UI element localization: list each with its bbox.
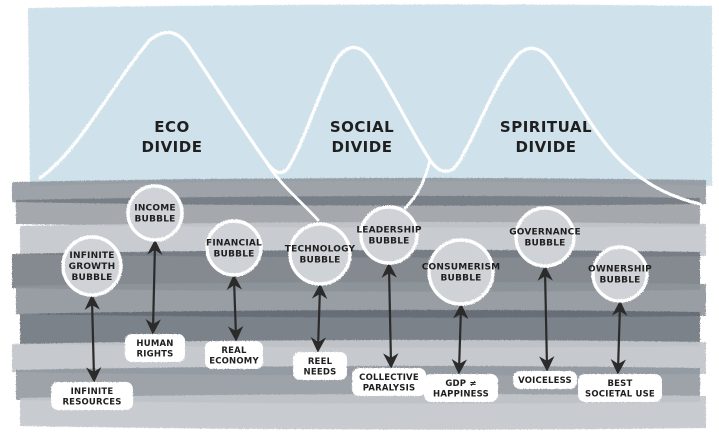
bubble-label-line: LEADERSHIP: [356, 226, 422, 236]
bubble-label-line: GOVERNANCE: [509, 228, 581, 238]
outcome-note: [205, 341, 263, 369]
outcome-label-line: SOCIETAL USE: [585, 389, 655, 399]
bubble-circle: [205, 219, 263, 277]
bubble-circle: [288, 222, 352, 286]
bubble-label-line: BUBBLE: [214, 250, 255, 260]
bubble-circle: [61, 235, 123, 297]
double-arrow: [226, 274, 244, 342]
outcome-label-line: COLLECTIVE: [359, 373, 419, 383]
double-arrow: [610, 300, 628, 375]
double-arrow: [145, 239, 163, 335]
bubble-group: INFINITEGROWTHBUBBLEINFINITERESOURCESINC…: [51, 184, 662, 410]
double-arrow: [84, 294, 102, 383]
bubble-label-line: INFINITE: [69, 251, 114, 261]
divide-label-line: ECO: [154, 118, 190, 136]
outcome-note: [424, 374, 498, 402]
ground-band: [16, 281, 706, 318]
mountain-ridge-line: [38, 30, 702, 206]
divide-label-line: SOCIAL: [330, 118, 394, 136]
bubble-label-line: FINANCIAL: [206, 239, 262, 249]
outcome-label-line: RESOURCES: [62, 397, 121, 407]
divide-label-spiritual: SPIRITUAL DIVIDE: [500, 118, 592, 156]
outcome-label-line: RIGHTS: [137, 349, 174, 359]
mountain-slope-leadership: [403, 158, 432, 210]
double-arrow: [381, 262, 399, 369]
outcome-label-line: HUMAN: [136, 339, 173, 349]
outcome-label-line: NEEDS: [304, 367, 337, 377]
outcome-label-line: BEST: [607, 379, 632, 389]
bubble-circle: [427, 238, 495, 306]
ground-band: [20, 393, 706, 430]
divide-label-line: DIVIDE: [142, 138, 203, 156]
bubble-label-line: CONSUMERISM: [422, 263, 501, 273]
outcome-note: [578, 374, 662, 402]
bubble-label-line: TECHNOLOGY: [285, 245, 356, 255]
bubble-label-line: BUBBLE: [600, 276, 641, 286]
bubble-label-line: BUBBLE: [135, 215, 176, 225]
outcome-note: [513, 371, 577, 389]
double-arrow: [310, 283, 328, 353]
outcome-label-line: INFINITE: [71, 387, 114, 397]
divide-label-line: SPIRITUAL: [500, 118, 592, 136]
outcome-note: [293, 352, 347, 380]
outcome-label-line: REEL: [308, 357, 333, 367]
outcome-label-line: PARALYSIS: [363, 383, 416, 393]
bubble-label-line: INCOME: [134, 204, 175, 214]
divide-label-eco: ECO DIVIDE: [142, 118, 203, 156]
divide-label-social: SOCIAL DIVIDE: [330, 118, 394, 156]
ground-band: [20, 309, 700, 348]
outcome-note: [125, 334, 185, 362]
outcome-label-line: ECONOMY: [209, 356, 259, 366]
outcome-label-line: GDP ≠: [445, 379, 476, 389]
outcome-note: [51, 382, 133, 410]
outcome-label-line: REAL: [221, 346, 247, 356]
outcome-note: [352, 368, 426, 396]
bubble-label-line: BUBBLE: [369, 237, 410, 247]
bubble-circle: [514, 206, 576, 268]
outcome-label-line: HAPPINESS: [433, 389, 489, 399]
bubble-label-line: BUBBLE: [525, 239, 566, 249]
outcome-label-line: VOICELESS: [518, 376, 572, 386]
mountain-slope-technology: [263, 158, 320, 222]
bubble-circle: [126, 184, 184, 242]
divide-label-line: DIVIDE: [516, 138, 577, 156]
double-arrow: [451, 303, 469, 375]
bubble-label-line: BUBBLE: [441, 274, 482, 284]
bubble-label-line: OWNERSHIP: [588, 265, 652, 275]
sky-wash: [28, 4, 712, 187]
bubble-circle: [591, 245, 649, 303]
bubble-label-line: GROWTH: [69, 262, 116, 272]
bubble-circle: [359, 205, 419, 265]
bubble-label-line: BUBBLE: [300, 256, 341, 266]
bubble-label-line: BUBBLE: [72, 273, 113, 283]
divide-label-line: DIVIDE: [332, 138, 393, 156]
double-arrow: [537, 265, 555, 372]
